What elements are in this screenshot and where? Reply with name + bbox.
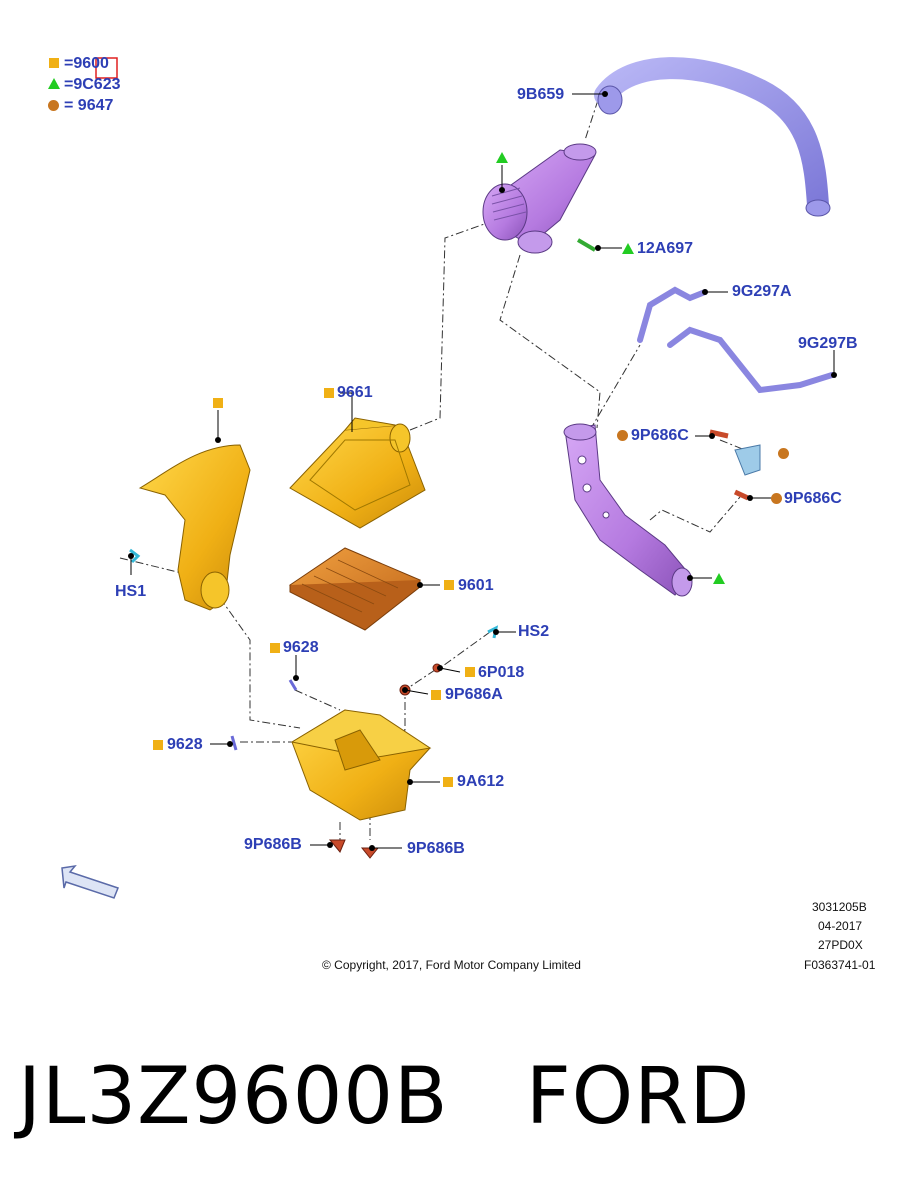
part-number-title: JL3Z9600B FORD — [18, 1052, 751, 1142]
callout-circle-marker — [778, 448, 789, 459]
callout-circle-marker — [771, 493, 782, 504]
legend-highlight-box — [95, 57, 118, 79]
callout-square-marker — [270, 643, 280, 653]
figure-number: F0363741-01 — [804, 958, 876, 972]
legend-square-marker — [49, 58, 59, 68]
model-code: 27PD0X — [818, 938, 863, 952]
callout-9601: 9601 — [458, 577, 494, 594]
air-intake-duct — [138, 444, 251, 611]
callout-12a697: 12A697 — [637, 240, 694, 257]
callout-square-marker — [431, 690, 441, 700]
callout-9g297b: 9G297B — [798, 335, 858, 352]
callout-square-marker — [324, 388, 334, 398]
purple-bellows-duct — [482, 143, 597, 254]
hose-9g297b — [667, 326, 835, 394]
callout-9661: 9661 — [337, 384, 373, 401]
callout-triangle-marker — [622, 243, 634, 254]
copyright-notice: © Copyright, 2017, Ford Motor Company Li… — [322, 958, 581, 972]
callout-square-marker — [213, 398, 223, 408]
callout-9b659: 9B659 — [517, 86, 565, 103]
bracket — [734, 444, 761, 476]
callout-9g297a: 9G297A — [732, 283, 792, 300]
callout-hs1: HS1 — [115, 583, 147, 600]
front-direction-arrow — [61, 864, 119, 899]
callout-9p686b-left: 9P686B — [244, 836, 302, 853]
callout-square-marker — [444, 580, 454, 590]
callout-6p018: 6P018 — [478, 664, 525, 681]
callout-square-marker — [443, 777, 453, 787]
callout-9p686c-top: 9P686C — [631, 427, 689, 444]
callout-square-marker — [465, 667, 475, 677]
reference-number: 3031205B — [812, 900, 867, 914]
callout-square-marker — [153, 740, 163, 750]
hose-9g297a — [637, 286, 708, 343]
parts-diagram: =9600 =9C623 = 9647 9B659 12A697 9G297A … — [48, 55, 876, 972]
callout-9628-left: 9628 — [167, 736, 203, 753]
part-number-banner — [0, 1000, 912, 1200]
callout-9a612: 9A612 — [457, 773, 505, 790]
legend-item-9600: =9600 — [64, 55, 109, 72]
air-cleaner-cover — [289, 417, 426, 529]
purple-outlet-duct — [563, 423, 693, 597]
legend-item-9c623: =9C623 — [64, 76, 121, 93]
legend-item-9647: = 9647 — [64, 97, 114, 114]
callout-circle-marker — [617, 430, 628, 441]
air-filter — [289, 547, 421, 631]
air-cleaner-box — [290, 709, 432, 821]
callout-triangle-marker — [496, 152, 508, 163]
revision-date: 04-2017 — [818, 919, 863, 933]
callout-9p686a: 9P686A — [445, 686, 503, 703]
diagram-artwork — [61, 57, 837, 899]
callout-9p686c-bottom: 9P686C — [784, 490, 842, 507]
leader-lines — [130, 93, 835, 849]
callout-hs2: HS2 — [518, 623, 550, 640]
callout-triangle-marker — [713, 573, 725, 584]
callout-9628-top: 9628 — [283, 639, 319, 656]
legend-circle-marker — [48, 100, 59, 111]
legend-triangle-marker — [48, 78, 60, 89]
callout-9p686b-right: 9P686B — [407, 840, 465, 857]
resonator-tube — [594, 57, 829, 216]
